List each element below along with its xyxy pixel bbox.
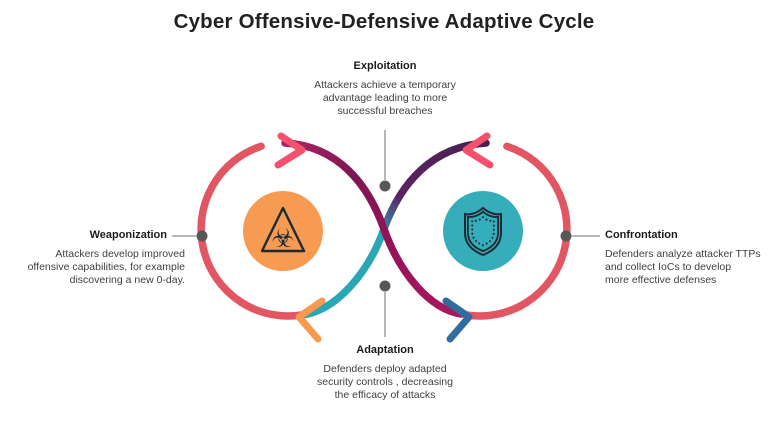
defense-circle: [443, 191, 523, 271]
exploitation-label: Exploitation: [353, 60, 417, 72]
shield-inner-outline: [466, 210, 500, 253]
section-weaponization: Weaponization Attackers develop improved…: [15, 229, 185, 287]
defense-loop-arc: [461, 142, 571, 320]
exploitation-desc-line: successful breaches: [337, 105, 433, 117]
exploitation-desc-line: advantage leading to more: [322, 92, 448, 104]
adaptation-desc-line: the efficacy of attacks: [334, 389, 436, 401]
shield-dotted-ring: [471, 215, 495, 247]
confrontation-desc-line: more effective defenses: [605, 274, 717, 286]
weaponization-desc-line: Attackers develop improved: [55, 248, 185, 260]
weaponization-desc-line: offensive capabilities, for example: [27, 261, 185, 273]
exploitation-desc-line: Attackers achieve a temporary: [314, 79, 456, 91]
offense-to-defense-strand: [281, 139, 465, 318]
confrontation-desc-line: and collect IoCs to develop: [605, 261, 732, 273]
page-title: Cyber Offensive-Defensive Adaptive Cycle: [173, 10, 595, 33]
confrontation-label: Confrontation: [605, 229, 678, 241]
weaponization-desc-line: discovering a new 0-day.: [69, 274, 185, 286]
shield-outer-outline: [464, 206, 502, 257]
exploitation-connector-dot: [379, 180, 391, 192]
section-exploitation: Exploitation Attackers achieve a tempora…: [284, 60, 486, 118]
arrow-bottom-right-icon: [442, 297, 473, 343]
biohazard-icon: ☣: [243, 191, 323, 271]
adaptation-connector-dot: [379, 280, 391, 292]
arrow-top-right-icon: [462, 132, 494, 169]
confrontation-connector-dot: [560, 230, 572, 242]
adaptation-label: Adaptation: [356, 344, 414, 356]
adaptation-desc-line: security controls , decreasing: [317, 376, 453, 388]
warning-triangle: [260, 206, 306, 253]
weaponization-label: Weaponization: [89, 229, 167, 241]
section-adaptation: Adaptation Defenders deploy adapted secu…: [284, 344, 486, 402]
section-confrontation: Confrontation Defenders analyze attacker…: [605, 229, 765, 287]
biohazard-glyph: ☣: [271, 224, 294, 254]
arrow-top-left-icon: [274, 132, 306, 169]
weaponization-connector-dot: [196, 230, 208, 242]
arrow-bottom-left-icon: [295, 297, 326, 343]
shield-icon: [443, 191, 523, 271]
confrontation-desc-line: Defenders analyze attacker TTPs: [605, 248, 761, 260]
offense-loop-arc: [197, 142, 307, 320]
adaptation-desc-line: Defenders deploy adapted: [323, 363, 447, 375]
